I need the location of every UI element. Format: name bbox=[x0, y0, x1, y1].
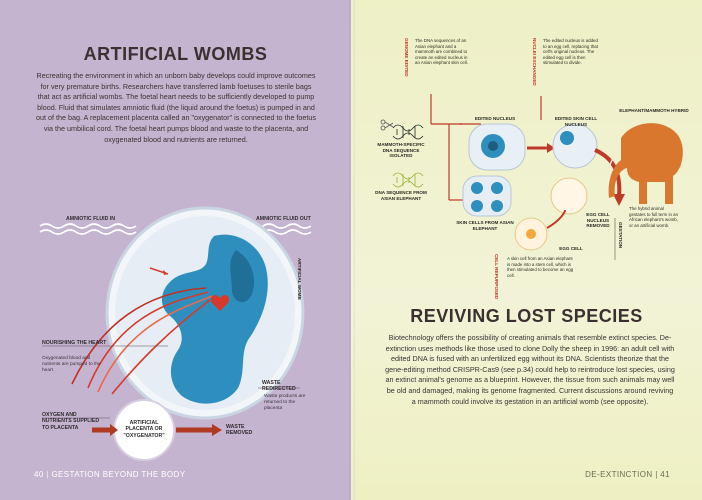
edited-nucleus-cell bbox=[469, 124, 525, 170]
elephant-dna-icon bbox=[393, 173, 423, 187]
egg-cell bbox=[515, 218, 547, 250]
page-title: ARTIFICIAL WOMBS bbox=[0, 44, 351, 65]
amniotic-out-label: AMNIOTIC FLUID OUT bbox=[256, 216, 311, 222]
scissors-icon bbox=[381, 120, 393, 130]
mammoth-dna-label: MAMMOTH-SPECIFIC DNA SEQUENCE ISOLATED bbox=[373, 142, 429, 159]
section-title: GESTATION BEYOND THE BODY bbox=[51, 470, 185, 479]
gestation-label: GESTATION bbox=[618, 222, 623, 248]
left-folio: 40 | GESTATION BEYOND THE BODY bbox=[34, 470, 185, 479]
cell-repurposed-desc: A skin cell from an Asian elephant is ma… bbox=[507, 256, 577, 278]
artificial-womb-label: ARTIFICIAL WOMB bbox=[297, 258, 302, 300]
gestation-desc: The hybrid animal gestates to full term … bbox=[629, 206, 679, 228]
elephant-dna-label: DNA SEQUENCE FROM ASIAN ELEPHANT bbox=[373, 190, 429, 201]
genome-edited-label: GENOME EDITED bbox=[404, 38, 409, 77]
arrow-head bbox=[212, 424, 222, 436]
nourishing-heart-title: NOURISHING THE HEART bbox=[42, 340, 112, 346]
placenta-label: ARTIFICIAL PLACENTA OR "OXYGENATOR" bbox=[120, 420, 168, 439]
oxygen-nutrients-label: OXYGEN AND NUTRIENTS SUPPLIED TO PLACENT… bbox=[42, 412, 104, 431]
page-number: 41 bbox=[660, 470, 670, 479]
hybrid-label: ELEPHANT/MAMMOTH HYBRID bbox=[619, 108, 689, 114]
mammoth-dna-icon bbox=[393, 125, 423, 139]
genome-edited-desc: The DNA sequences of an Asian elephant a… bbox=[415, 38, 473, 66]
nuclei-exchanged-desc: The edited nucleus is added to an egg ce… bbox=[543, 38, 601, 66]
page-number: 40 bbox=[34, 470, 44, 479]
enucleated-egg-cell bbox=[551, 178, 587, 214]
egg-cell-label: EGG CELL bbox=[551, 246, 591, 252]
waste-redirected-desc: Waste products are returned to the place… bbox=[264, 394, 314, 412]
book-gutter bbox=[349, 0, 355, 500]
edited-nucleus-label: EDITED NUCLEUS bbox=[473, 116, 517, 122]
body-paragraph: Recreating the environment in which an u… bbox=[36, 71, 316, 145]
waste-redirected-title: WASTE REDIRECTED bbox=[262, 380, 312, 393]
nourishing-heart-desc: Oxygenated blood and nutrients are pumpe… bbox=[42, 356, 106, 374]
amniotic-in-label: AMNIOTIC FLUID IN bbox=[66, 216, 115, 222]
left-page: ARTIFICIAL WOMBS Recreating the environm… bbox=[0, 0, 351, 500]
skin-cells-label: SKIN CELLS FROM ASIAN ELEPHANT bbox=[455, 220, 515, 231]
edited-egg-cell bbox=[553, 124, 597, 168]
cell-repurposed-label: CELL REPURPOSED bbox=[494, 254, 499, 299]
nuclei-exchanged-label: NUCLEI EXCHANGED bbox=[532, 38, 537, 86]
edited-skin-nucleus-label: EDITED SKIN CELL NUCLEUS bbox=[551, 116, 601, 127]
body-paragraph: Biotechnology offers the possibility of … bbox=[385, 333, 675, 407]
page-title: REVIVING LOST SPECIES bbox=[351, 306, 702, 327]
skin-cell-cluster bbox=[463, 176, 511, 216]
egg-nucleus-removed-label: EGG CELL NUCLEUS REMOVED bbox=[581, 212, 615, 229]
right-folio: DE-EXTINCTION | 41 bbox=[585, 470, 670, 479]
right-page: GENOME EDITED The DNA sequences of an As… bbox=[351, 0, 702, 500]
waste-removed-label: WASTE REMOVED bbox=[226, 424, 266, 437]
amniotic-fluid-in-wave bbox=[40, 224, 136, 234]
section-title: DE-EXTINCTION bbox=[585, 470, 652, 479]
